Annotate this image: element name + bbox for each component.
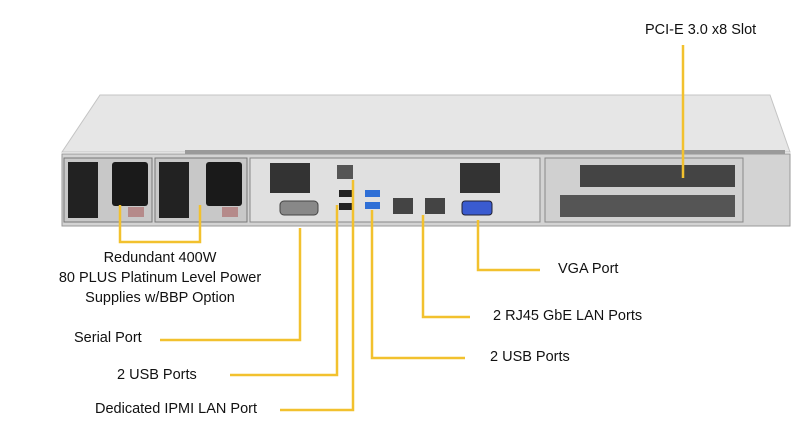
power-socket-1 <box>112 162 148 206</box>
lan-ports-label: 2 RJ45 GbE LAN Ports <box>493 308 643 324</box>
usb-port-left-1 <box>339 190 353 197</box>
ipmi-lan-port <box>337 165 353 179</box>
usb-port-left-2 <box>339 203 353 210</box>
vga-port <box>461 200 493 216</box>
power-supply-2 <box>154 157 248 223</box>
callout-lan <box>421 215 470 319</box>
rear-vent <box>560 195 735 217</box>
pcie-slot-label: PCI-E 3.0 x8 Slot <box>645 22 757 38</box>
callout-ipmi <box>280 180 355 412</box>
serial-port-label: Serial Port <box>74 330 142 346</box>
serial-port <box>279 200 319 216</box>
vga-port-label: VGA Port <box>558 261 619 277</box>
psu-label-line-3: Supplies w/BBP Option <box>85 290 235 306</box>
io-vent-right <box>460 163 500 193</box>
usb3-port-2 <box>365 202 380 209</box>
callout-usb-right <box>370 210 465 360</box>
callout-usb-left <box>230 205 339 377</box>
vent-strip <box>185 150 785 154</box>
lan-port-2 <box>425 198 445 214</box>
power-socket-2 <box>206 162 242 206</box>
psu-label-line-1: Redundant 400W <box>103 250 217 266</box>
usb3-port-1 <box>365 190 380 197</box>
lan-port-1 <box>393 198 413 214</box>
usb-ports-right-label: 2 USB Ports <box>490 349 570 365</box>
callout-lines <box>118 45 685 412</box>
ipmi-lan-label: Dedicated IPMI LAN Port <box>95 401 257 417</box>
power-supply-1 <box>63 157 153 223</box>
chassis-top <box>61 94 791 153</box>
psu-label-line-2: 80 PLUS Platinum Level Power <box>58 270 262 286</box>
power-supply-label: Redundant 400W 80 PLUS Platinum Level Po… <box>40 248 280 308</box>
callout-psu <box>118 205 202 244</box>
callout-vga <box>476 220 540 272</box>
callout-serial <box>160 228 302 342</box>
io-vent-left <box>270 163 310 193</box>
pcie-vent <box>580 165 735 187</box>
usb-ports-left-label: 2 USB Ports <box>117 367 197 383</box>
